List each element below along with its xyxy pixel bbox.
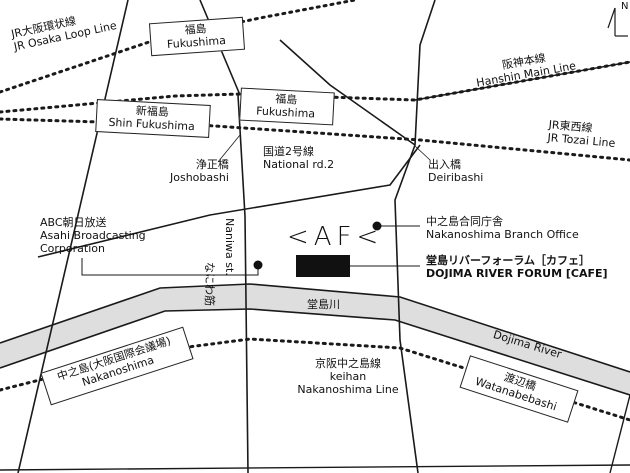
naniwa-street-label: なにわ筋 bbox=[203, 262, 216, 306]
road-small-north bbox=[279, 39, 416, 146]
naniwa-street-en-label: Naniwa st. bbox=[223, 218, 236, 276]
north-arrow-icon bbox=[607, 7, 628, 37]
road-right-vertical bbox=[394, 0, 436, 473]
river-bank-south bbox=[0, 308, 630, 396]
dojima-river bbox=[0, 284, 630, 395]
cafe-logo: <AF< bbox=[287, 222, 384, 252]
leader-abc bbox=[81, 258, 259, 276]
road-national-rd2 bbox=[37, 144, 421, 258]
dojima-forum-label: 堂島リバーフォーラム［カフェ］DOJIMA RIVER FORUM [CAFE] bbox=[426, 254, 608, 280]
leader-joshobashi bbox=[217, 134, 241, 163]
road-main-diagonal bbox=[17, 0, 129, 473]
leader-deiribashi bbox=[414, 145, 431, 161]
dojima-river-jp-label: 堂島川 bbox=[307, 298, 340, 311]
river-bank-north bbox=[0, 283, 630, 373]
dot-marker-icon bbox=[372, 221, 382, 231]
dot-marker-icon bbox=[253, 260, 263, 270]
north-label: N bbox=[621, 1, 629, 12]
road-naniwa-street bbox=[237, 94, 249, 473]
road-south bbox=[0, 464, 630, 471]
building-block-icon bbox=[296, 255, 350, 277]
road-right-edge bbox=[609, 394, 630, 473]
